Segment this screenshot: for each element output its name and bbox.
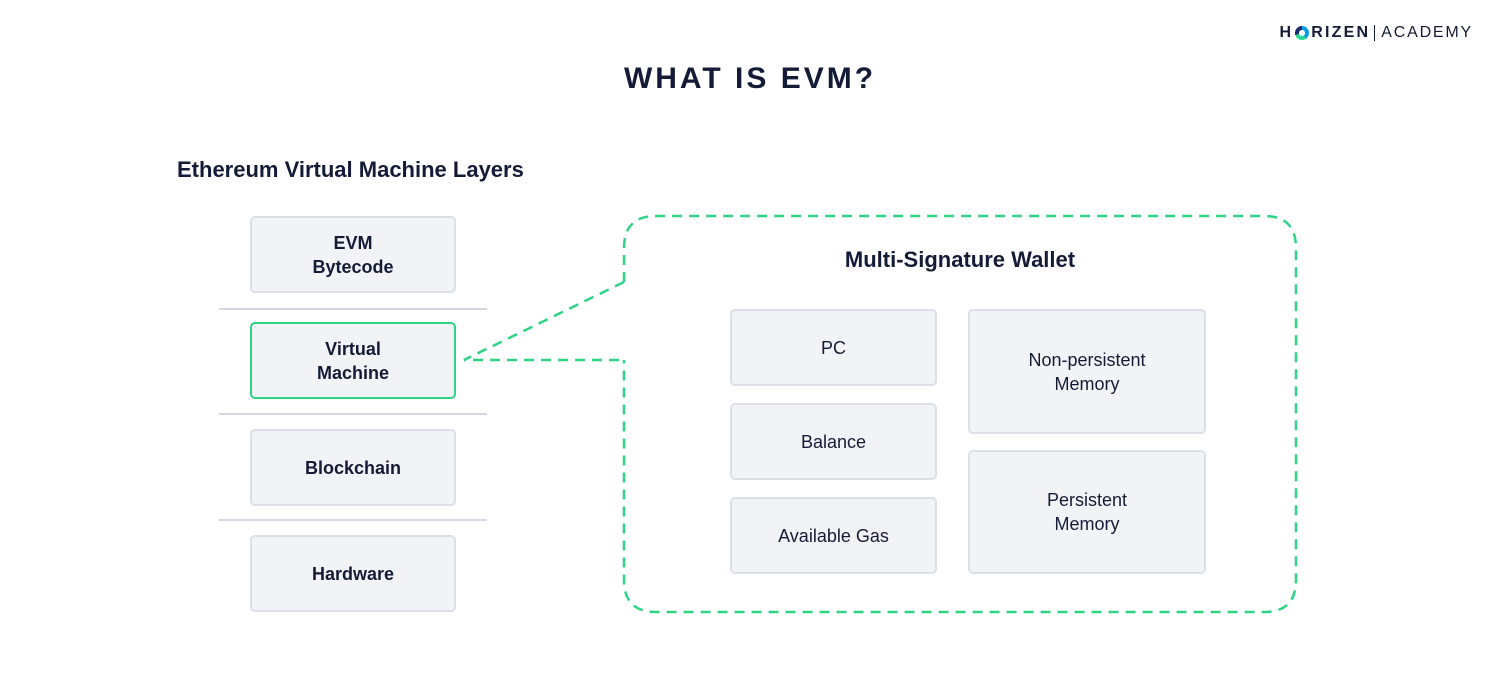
layer-label-line2: Bytecode [312, 256, 394, 277]
wallet-item-label-line2: Memory [1054, 514, 1120, 534]
wallet-item-label-line1: Persistent [1046, 490, 1128, 510]
wallet-title: Multi-Signature Wallet [844, 247, 1076, 272]
wallet-item-label: PC [820, 337, 846, 358]
wallet-item-label-line2: Memory [1054, 373, 1120, 394]
wallet-item-label-line1: Non-persistent [1028, 349, 1146, 370]
layer-label-line1: Virtual [325, 338, 381, 359]
layer-label-line2: Machine [316, 362, 390, 383]
brand-suffix: ACADEMY [1381, 24, 1473, 41]
layer-divider [219, 413, 487, 415]
callout-pointer [463, 280, 625, 362]
page-title: WHAT IS EVM? [623, 62, 877, 95]
horizen-academy-logo: H RIZEN ACADEMY [1280, 24, 1474, 42]
wallet-item-available-gas: Available Gas [730, 497, 937, 574]
brand-name-left: H [1279, 24, 1294, 41]
layer-blockchain: Blockchain [250, 429, 456, 506]
layer-hardware: Hardware [250, 535, 456, 612]
wallet-item-label: Balance [800, 431, 867, 452]
horizen-logo-icon [1295, 26, 1310, 40]
wallet-item-balance: Balance [730, 403, 937, 480]
wallet-dashed-border [622, 214, 1298, 614]
layers-subtitle: Ethereum Virtual Machine Layers [177, 157, 524, 182]
brand-name-right: RIZEN [1311, 24, 1371, 41]
wallet-item-label: Available Gas [778, 525, 889, 546]
layer-label-line1: EVM [333, 232, 373, 253]
layer-virtual-machine: Virtual Machine [250, 322, 456, 399]
wallet-item-persistent-memory: Persistent Memory [968, 450, 1206, 574]
layer-label: Hardware [311, 563, 395, 584]
wallet-item-pc: PC [730, 309, 937, 386]
layer-evm-bytecode: EVM Bytecode [250, 216, 456, 293]
logo-divider [1374, 25, 1376, 41]
wallet-item-non-persistent-memory: Non-persistent Memory [968, 309, 1206, 434]
layer-divider [219, 308, 487, 310]
layer-divider [219, 519, 487, 521]
layer-label: Blockchain [304, 457, 402, 478]
